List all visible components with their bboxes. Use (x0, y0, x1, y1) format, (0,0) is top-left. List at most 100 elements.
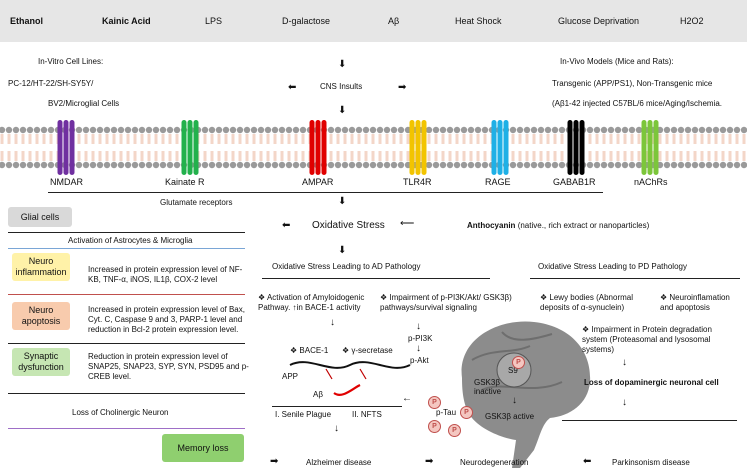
lipid-head (362, 126, 370, 134)
lipid-tail (105, 151, 109, 161)
lipid-tail (700, 151, 704, 161)
lipid-tail (665, 134, 669, 144)
lipid-tail (392, 151, 396, 161)
lipid-head (698, 161, 706, 169)
in-vivo-line1: Transgenic (APP/PS1), Non-Transgenic mic… (552, 79, 713, 88)
lipid-head (460, 126, 468, 134)
lipid-head (47, 161, 55, 169)
lipid-tail (609, 151, 613, 161)
lipid-head (684, 161, 692, 169)
lipid-tail (119, 134, 123, 144)
lipid-tail (238, 151, 242, 161)
lipid-head (376, 126, 384, 134)
receptor-tlr4r: TLR4R (403, 177, 432, 187)
lipid-head (334, 161, 342, 169)
lipid-head (481, 126, 489, 134)
nfts: II. NFTS (352, 410, 382, 419)
p-akt-label: p-Akt (410, 356, 429, 365)
lipid-head (726, 126, 734, 134)
lipid-tail (609, 134, 613, 144)
lipid-tail (693, 151, 697, 161)
lipid-head (26, 161, 34, 169)
lipid-tail (413, 134, 417, 144)
lipid-tail (742, 134, 746, 144)
lipid-head (719, 126, 727, 134)
lipid-head (103, 161, 111, 169)
receptor-bracket-line (48, 192, 603, 193)
pi3k-impairment-text: ❖ Impairment of p-PI3K/Akt/ GSK3β) pathw… (380, 293, 512, 312)
lipid-tail (462, 151, 466, 161)
lipid-head (677, 161, 685, 169)
lipid-tail (175, 151, 179, 161)
lipid-head (208, 161, 216, 169)
divider (530, 278, 740, 279)
receptor-subunit (421, 120, 427, 175)
lipid-head (299, 161, 307, 169)
lipid-tail (217, 134, 221, 144)
lipid-head (334, 126, 342, 134)
arrow-down-icon: ↓ (330, 317, 335, 328)
lipid-tail (238, 134, 242, 144)
lipid-head (593, 161, 601, 169)
lipid-tail (378, 151, 382, 161)
insult-lps: LPS (205, 16, 223, 26)
lipid-tail (49, 134, 53, 144)
arrow-right-icon: ➡ (270, 456, 279, 467)
lipid-head (285, 126, 293, 134)
lipid-head (523, 161, 531, 169)
lipid-tail (252, 151, 256, 161)
lipid-head (453, 161, 461, 169)
lipid-head (96, 161, 104, 169)
lipid-tail (630, 151, 634, 161)
lipid-head (698, 126, 706, 134)
lipid-head (110, 161, 118, 169)
lipid-tail (364, 151, 368, 161)
lipid-head (75, 161, 83, 169)
lipid-tail (714, 134, 718, 144)
lipid-head (124, 161, 132, 169)
lipid-tail (546, 151, 550, 161)
lipid-head (159, 161, 167, 169)
lipid-head (229, 126, 237, 134)
lipid-head (558, 126, 566, 134)
lipid-tail (280, 134, 284, 144)
lipid-tail (231, 151, 235, 161)
lipid-head (523, 126, 531, 134)
lipid-tail (287, 134, 291, 144)
lipid-head (586, 126, 594, 134)
lipid-head (12, 126, 20, 134)
lipid-tail (721, 151, 725, 161)
lipid-head (229, 161, 237, 169)
lipid-head (341, 161, 349, 169)
receptor-subunit (193, 120, 199, 175)
phosphate-icon: P (428, 420, 441, 433)
lipid-head (376, 161, 384, 169)
lipid-head (635, 126, 643, 134)
lipid-head (383, 126, 391, 134)
lipid-head (733, 161, 741, 169)
lipid-tail (301, 134, 305, 144)
lipid-head (264, 126, 272, 134)
lipid-tail (203, 151, 207, 161)
lipid-head (537, 161, 545, 169)
lipid-tail (700, 134, 704, 144)
insult-kainic-acid: Kainic Acid (102, 16, 151, 26)
receptor-subunit (573, 120, 579, 175)
brain-illustration (461, 321, 591, 468)
insult-h2o2: H2O2 (680, 16, 704, 26)
lipid-tail (553, 151, 557, 161)
lipid-head (558, 161, 566, 169)
lipid-tail (553, 134, 557, 144)
lipid-tail (665, 151, 669, 161)
lipid-tail (357, 151, 361, 161)
lipid-tail (147, 151, 151, 161)
lipid-tail (686, 151, 690, 161)
lipid-tail (441, 134, 445, 144)
lipid-head (593, 126, 601, 134)
lipid-tail (539, 151, 543, 161)
lipid-head (215, 126, 223, 134)
lipid-tail (525, 134, 529, 144)
lipid-tail (42, 151, 46, 161)
lipid-tail (707, 151, 711, 161)
arrow-left-icon: ← (402, 393, 412, 404)
